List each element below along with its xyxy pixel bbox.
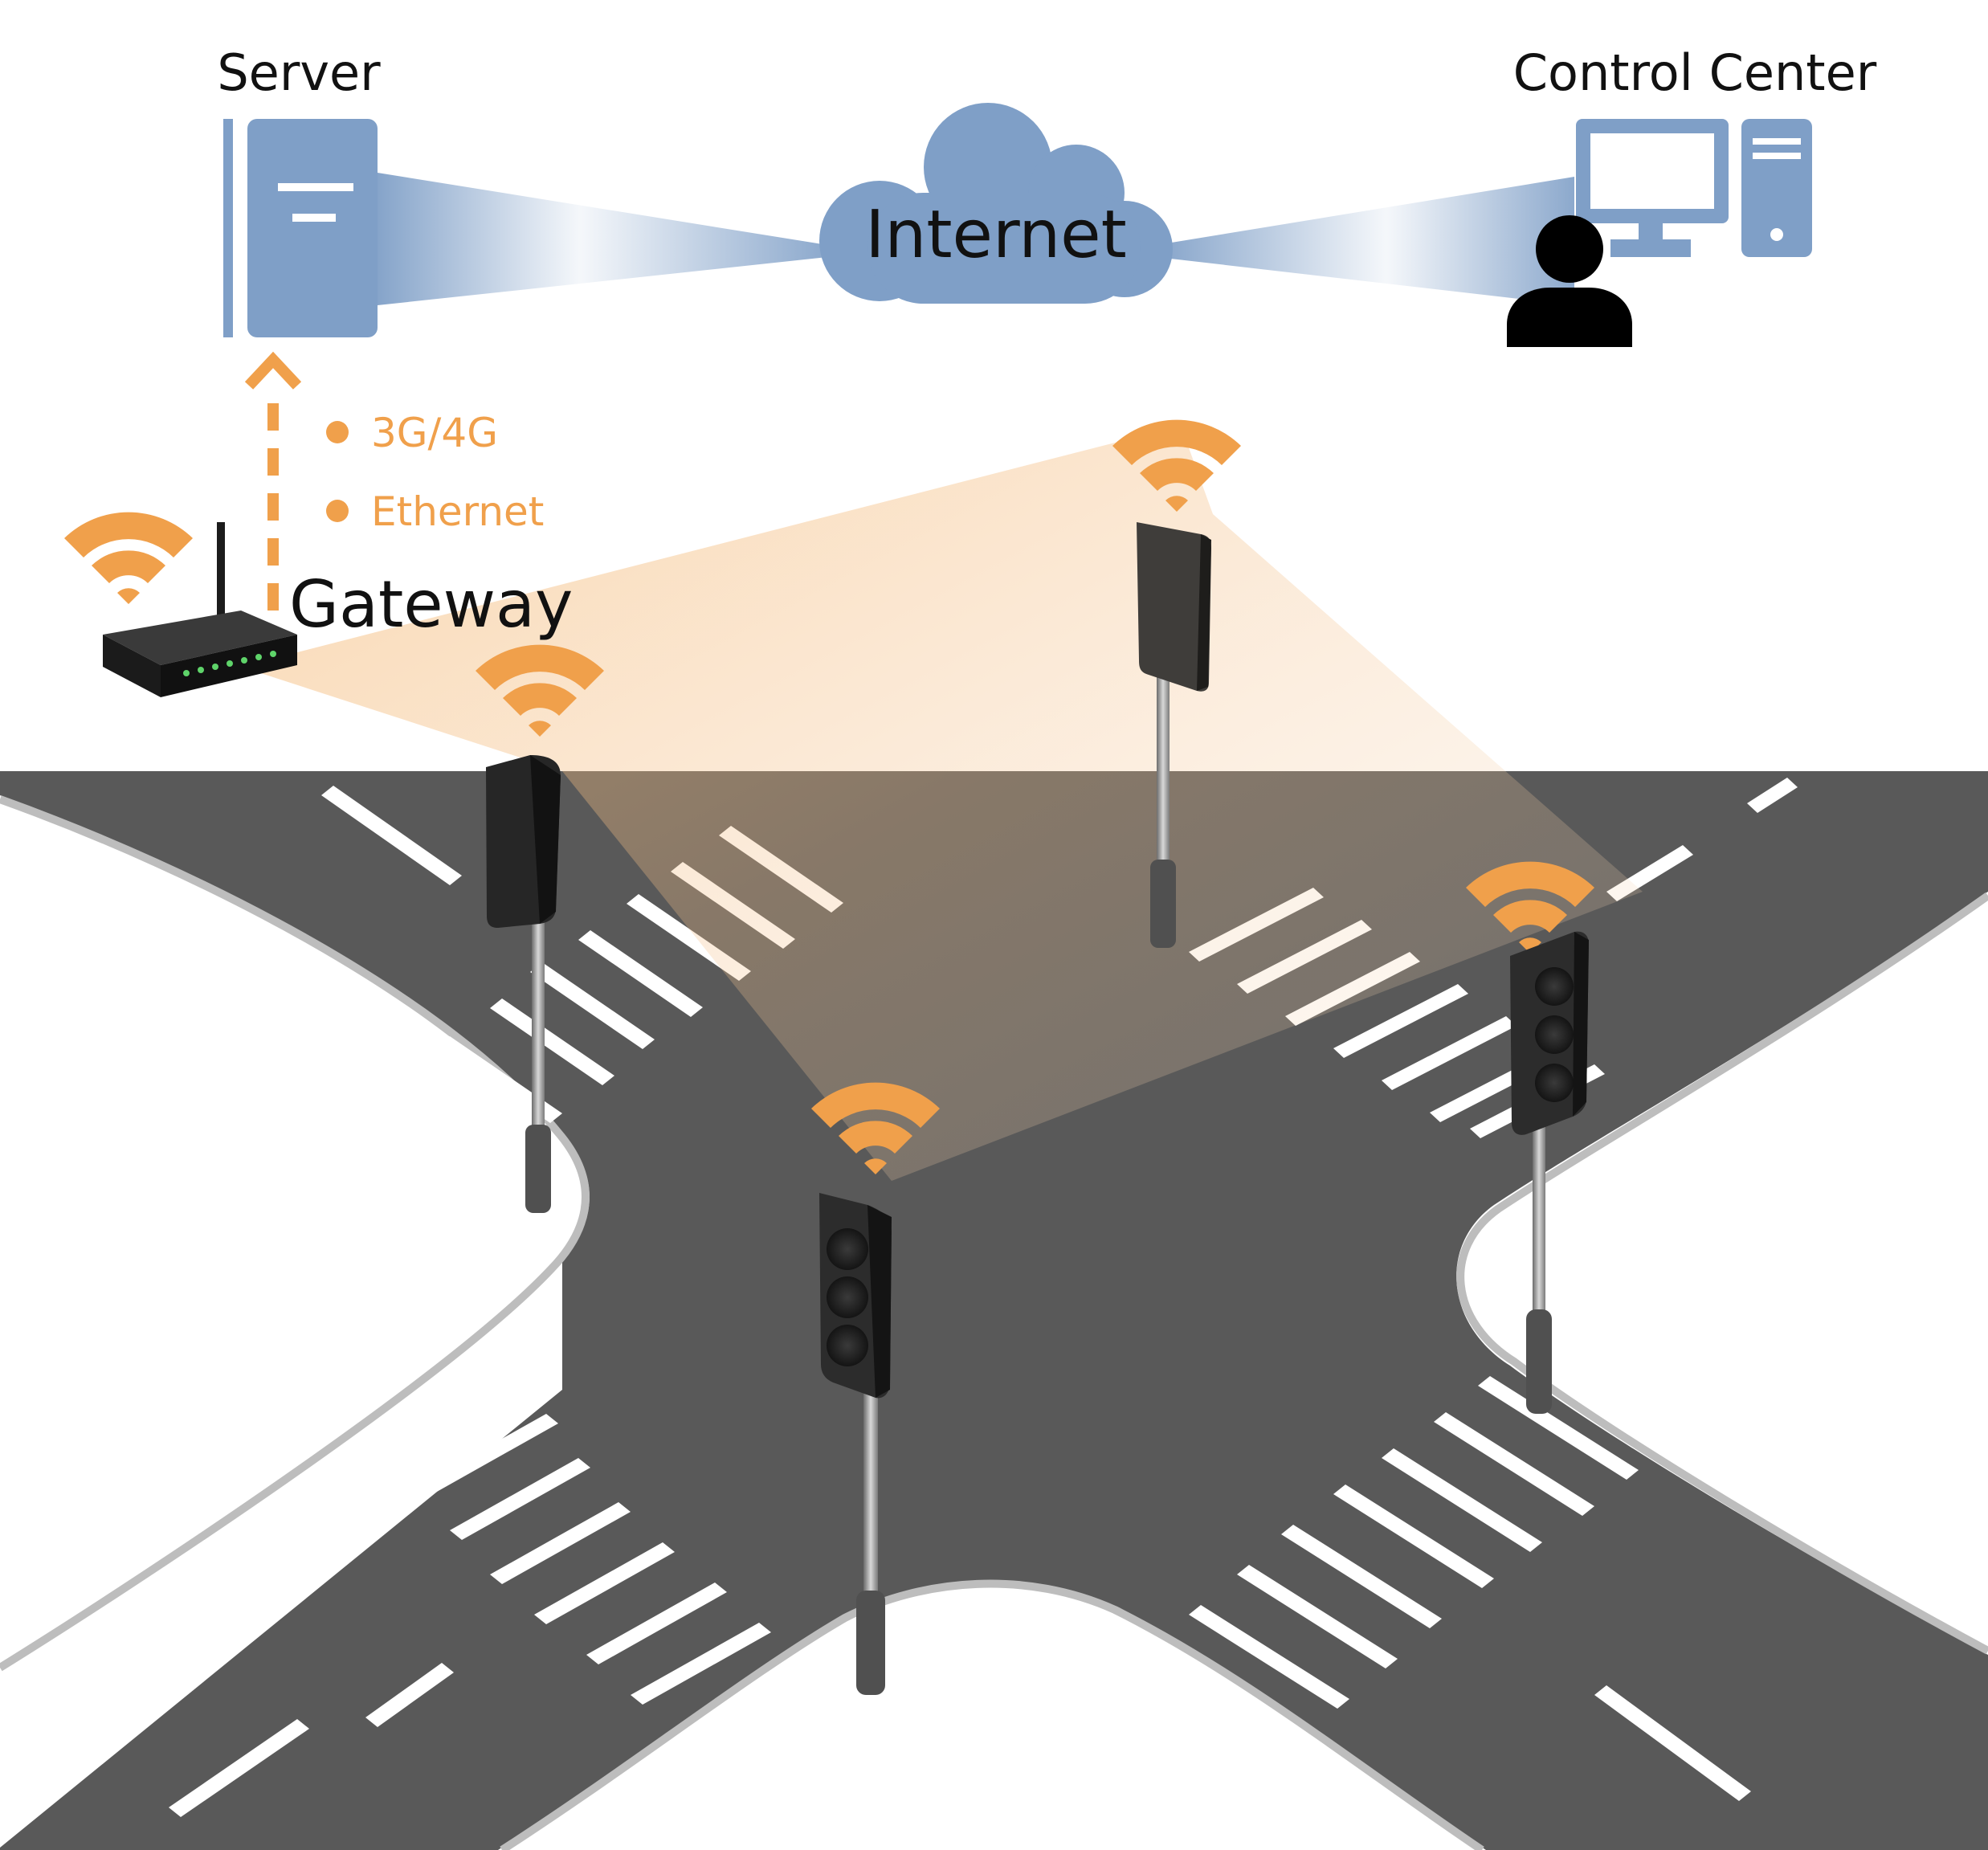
gateway-label: Gateway [289,567,573,642]
uplink-arrow [244,351,302,611]
curb-top-left [0,795,590,1850]
curb-right [1456,892,1988,1655]
option-ethernet: Ethernet [371,488,544,535]
wireless-coverage-area [241,426,1643,1181]
server-icon [223,119,378,337]
router-icon [103,522,297,697]
traffic-light-right [1466,861,1594,1414]
traffic-light-left [476,644,604,1213]
cloud-icon [819,103,1173,304]
bullet-3g4g [326,421,349,443]
link-server-internet [378,173,827,305]
lane-markings [169,778,1798,1817]
control-center-label: Control Center [1513,43,1877,102]
bullet-ethernet [326,500,349,522]
curb-bottom [498,1580,1486,1850]
traffic-light-far [1112,419,1241,948]
crosswalk-bottom-left [418,1414,819,1745]
traffic-light-front [811,1082,940,1695]
computer-icon [1576,119,1812,257]
internet-label: Internet [865,197,1127,273]
crosswalk-bottom-right [1189,1376,1639,1709]
wifi-icon [64,512,193,604]
connectivity-options: 3G/4G Ethernet [326,410,544,535]
link-internet-control [1157,177,1574,305]
option-3g4g: 3G/4G [371,410,498,456]
person-icon [1507,215,1632,347]
server-label: Server [217,43,381,102]
